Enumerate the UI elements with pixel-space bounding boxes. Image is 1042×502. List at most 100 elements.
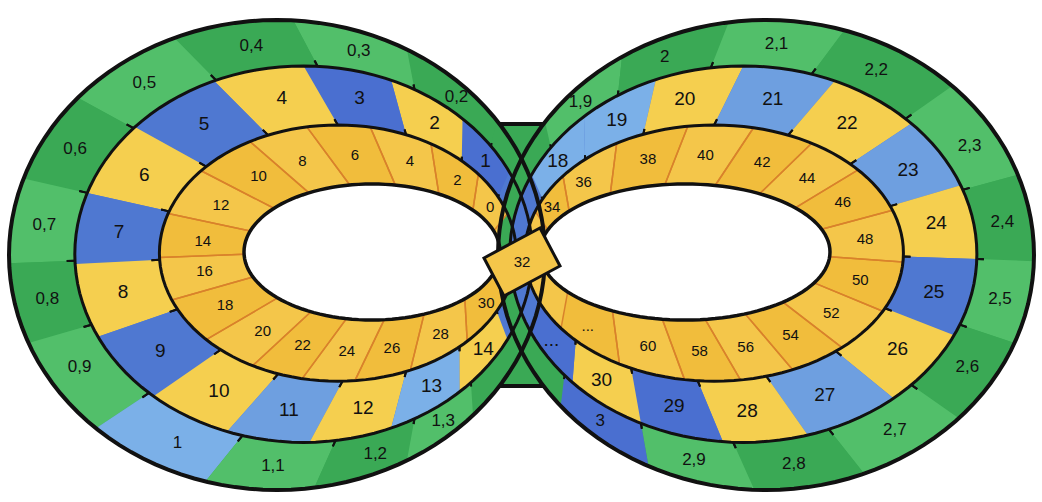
- number-cell: 2,1: [763, 34, 791, 54]
- cell-number: 52: [823, 305, 840, 321]
- scale-tick: [822, 210, 893, 229]
- number-cell: 0,5: [130, 73, 158, 93]
- lane-fill: [540, 184, 830, 320]
- number-cell: 30: [476, 294, 497, 312]
- cell-number: 0,4: [240, 37, 264, 55]
- number-cell: 22: [292, 336, 313, 354]
- number-cell: 19: [604, 109, 629, 131]
- number-cell: 12: [211, 196, 232, 214]
- cell-number: 18: [217, 297, 234, 313]
- scale-tick: [355, 320, 384, 381]
- number-cell: 48: [855, 230, 876, 248]
- band-edge: [244, 184, 500, 320]
- band-edge: [159, 125, 516, 381]
- number-cell: 50: [850, 271, 871, 289]
- scale-tick: [705, 319, 740, 380]
- cell-number: 8: [118, 282, 129, 302]
- cell-number: 29: [663, 396, 684, 416]
- number-cell: 14: [192, 232, 213, 250]
- cell-number: 4: [406, 153, 414, 169]
- number-cell: 13: [419, 375, 444, 397]
- cell-number: 27: [814, 385, 835, 405]
- cell-number: 19: [606, 110, 627, 130]
- number-cell: 2: [451, 171, 463, 189]
- scale-tick: [822, 210, 893, 229]
- cell-number: 56: [737, 339, 754, 355]
- number-cell: 2: [658, 47, 671, 67]
- cell-number: 50: [852, 272, 869, 288]
- cell-number: 12: [213, 197, 230, 213]
- cell-number: 22: [294, 337, 311, 353]
- number-cell: 2,4: [989, 212, 1017, 232]
- cell-number: 2,4: [991, 213, 1015, 231]
- cell-number: 36: [575, 174, 592, 190]
- cell-number: 44: [799, 170, 816, 186]
- number-cell: 1,3: [429, 411, 457, 431]
- number-cell: 38: [638, 150, 659, 168]
- number-cell-shape: [75, 193, 169, 264]
- scale-tick: [783, 302, 842, 347]
- cell-number: 38: [640, 151, 657, 167]
- cell-number: 24: [926, 213, 947, 233]
- number-cell: 30: [589, 369, 614, 391]
- scale-tick: [830, 257, 903, 262]
- number-cell: 6: [137, 164, 152, 186]
- scale-tick: [168, 213, 250, 230]
- scale-tick: [561, 292, 568, 328]
- number-cell: 10: [248, 167, 269, 185]
- number-cell: 2,3: [956, 136, 984, 156]
- cell-number: 30: [478, 295, 495, 311]
- number-cell: 46: [833, 193, 854, 211]
- number-cell: 28: [430, 325, 451, 343]
- scale-tick: [783, 302, 842, 347]
- number-cell: 0,2: [443, 87, 471, 107]
- scale-tick: [307, 127, 350, 185]
- scale-tick: [465, 299, 467, 341]
- cell-number: 0,7: [32, 216, 56, 234]
- scale-tick: [410, 314, 424, 370]
- cell-number: 28: [737, 401, 758, 421]
- band-edge: [525, 125, 904, 381]
- scale-tick: [662, 319, 684, 379]
- cell-number: 23: [897, 160, 918, 180]
- scale-tick: [613, 311, 620, 364]
- scale-tick: [613, 311, 620, 364]
- number-cell: 7: [112, 221, 127, 243]
- cell-number: 0,5: [132, 74, 156, 92]
- scale-tick: [715, 128, 753, 186]
- cell-number: 58: [691, 343, 708, 359]
- number-cell: ...: [579, 317, 596, 335]
- number-cell: 4: [275, 87, 290, 109]
- cell-number: 10: [208, 381, 229, 401]
- number-cell: 23: [895, 159, 920, 181]
- number-cell: 14: [471, 338, 496, 360]
- number-cell: 27: [812, 384, 837, 406]
- lane-fill: [9, 20, 545, 490]
- cell-number: 28: [432, 326, 449, 342]
- scale-tick: [250, 142, 309, 193]
- lane-fill: [244, 184, 500, 320]
- cell-number: 40: [697, 147, 714, 163]
- lane-fill: [159, 125, 516, 381]
- cell-number: 2: [453, 172, 461, 188]
- scale-tick: [370, 127, 395, 185]
- scale-tick: [253, 312, 311, 366]
- cell-number: 0,9: [68, 358, 92, 376]
- number-cell: 21: [760, 88, 785, 110]
- number-cell: 2,6: [954, 357, 982, 377]
- number-cell: 44: [797, 169, 818, 187]
- number-cell: 1,1: [259, 456, 287, 476]
- number-cell-shape: [159, 213, 250, 257]
- scale-tick: [431, 144, 439, 194]
- cell-number: 2,9: [682, 451, 706, 469]
- number-cell: 26: [382, 339, 403, 357]
- number-cell: 2,5: [986, 289, 1014, 309]
- scale-tick: [168, 213, 250, 230]
- scale-tick: [172, 277, 253, 300]
- number-cell: 56: [735, 338, 756, 356]
- cell-number: 42: [754, 154, 771, 170]
- cell-number: 2,6: [956, 358, 980, 376]
- number-cell: 6: [349, 146, 361, 164]
- number-cell: 10: [206, 380, 231, 402]
